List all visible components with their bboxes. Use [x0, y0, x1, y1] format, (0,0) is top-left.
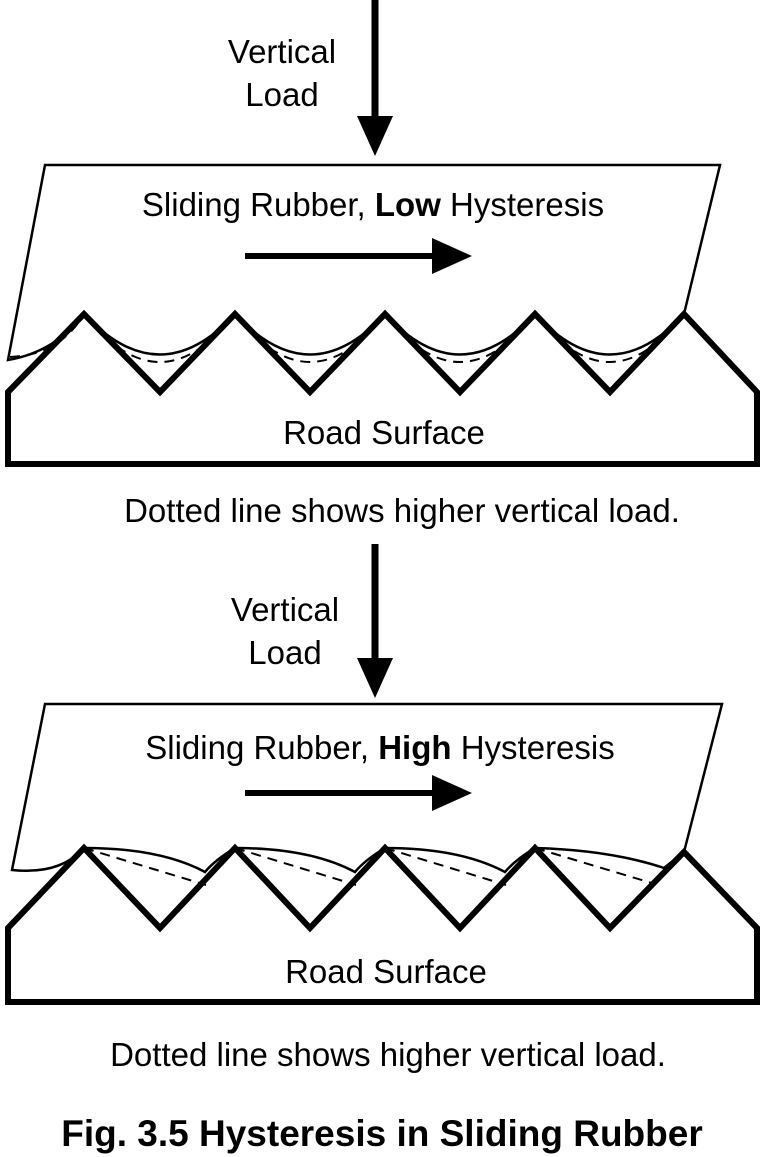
rubber-label-emphasis: High — [378, 729, 451, 766]
rubber-label-prefix: Sliding Rubber, — [145, 729, 378, 766]
rubber-label: Sliding Rubber, High Hysteresis — [145, 729, 615, 766]
rubber-label-prefix: Sliding Rubber, — [142, 186, 375, 223]
vertical-load-arrow — [357, 544, 393, 698]
road-surface-label: Road Surface — [283, 414, 485, 451]
rubber-label-suffix: Hysteresis — [452, 729, 615, 766]
rubber-higher-load-dotted-lines — [83, 847, 656, 886]
rubber-label-suffix: Hysteresis — [441, 186, 604, 223]
load-label-line2: Load — [245, 76, 318, 113]
road-surface-label: Road Surface — [285, 953, 487, 990]
dotted-segment — [234, 847, 357, 886]
dotted-segment — [83, 847, 207, 886]
load-arrow-head — [357, 116, 393, 156]
dotted-segment — [384, 847, 507, 886]
sliding-direction-arrow — [245, 238, 472, 274]
load-label-line1: Vertical — [231, 591, 339, 628]
road-surface-outline — [5, 843, 760, 1005]
panel-high-hysteresis: Vertical Load Sliding Rubber, High Hyste… — [5, 544, 760, 1073]
sliding-arrow-head — [432, 775, 472, 811]
figure-title: Fig. 3.5 Hysteresis in Sliding Rubber — [61, 1113, 702, 1154]
load-label-line2: Load — [248, 634, 321, 671]
sliding-arrow-head — [432, 238, 472, 274]
road-surface-outline — [5, 309, 760, 467]
rubber-label-emphasis: Low — [375, 186, 441, 223]
load-arrow-head — [357, 658, 393, 698]
panel-caption: Dotted line shows higher vertical load. — [110, 1036, 666, 1073]
panel-low-hysteresis: Vertical Load Sliding Rubber, Low Hyster… — [5, 0, 760, 529]
load-label-line1: Vertical — [228, 33, 336, 70]
rubber-label: Sliding Rubber, Low Hysteresis — [142, 186, 604, 223]
panel-caption: Dotted line shows higher vertical load. — [124, 492, 680, 529]
dotted-segment — [534, 847, 656, 885]
vertical-load-arrow — [357, 0, 393, 156]
sliding-direction-arrow — [245, 775, 472, 811]
